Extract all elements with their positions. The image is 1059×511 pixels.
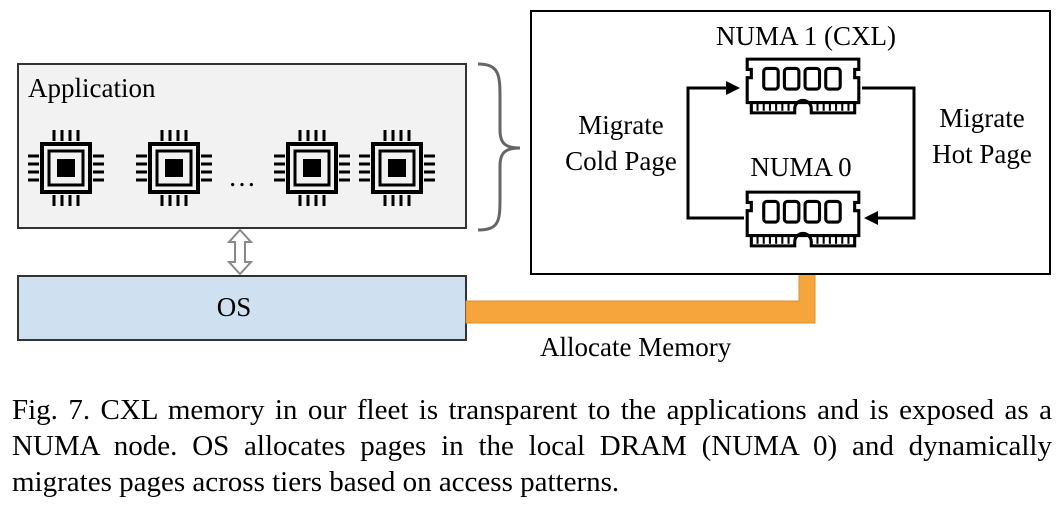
migrate-hot-label-line1: Migrate xyxy=(939,103,1024,133)
numa-box xyxy=(530,10,1051,275)
migrate-hot-label-line2: Hot Page xyxy=(932,139,1032,169)
migrate-cold-arrow xyxy=(686,86,744,220)
brace-icon xyxy=(477,62,521,232)
migrate-cold-label-line1: Migrate xyxy=(578,110,663,140)
double-arrow-icon xyxy=(226,228,254,276)
numa1-label: NUMA 1 (CXL) xyxy=(716,21,896,51)
migrate-cold-label-line2: Cold Page xyxy=(565,146,677,176)
allocate-memory-label: Allocate Memory xyxy=(540,332,732,362)
os-box xyxy=(17,275,467,341)
numa-diagram: Application … OS Allocate Memory NUMA 1 … xyxy=(17,10,1051,362)
cpu-ellipsis: … xyxy=(228,162,256,193)
numa0-label: NUMA 0 xyxy=(750,152,851,182)
migrate-hot-arrow xyxy=(862,86,916,220)
migrate-hot-arrowhead xyxy=(864,211,878,225)
application-label: Application xyxy=(28,73,156,103)
figure-caption: Fig. 7. CXL memory in our fleet is trans… xyxy=(12,394,1052,498)
os-label: OS xyxy=(217,292,252,322)
migrate-cold-arrowhead xyxy=(726,81,740,95)
